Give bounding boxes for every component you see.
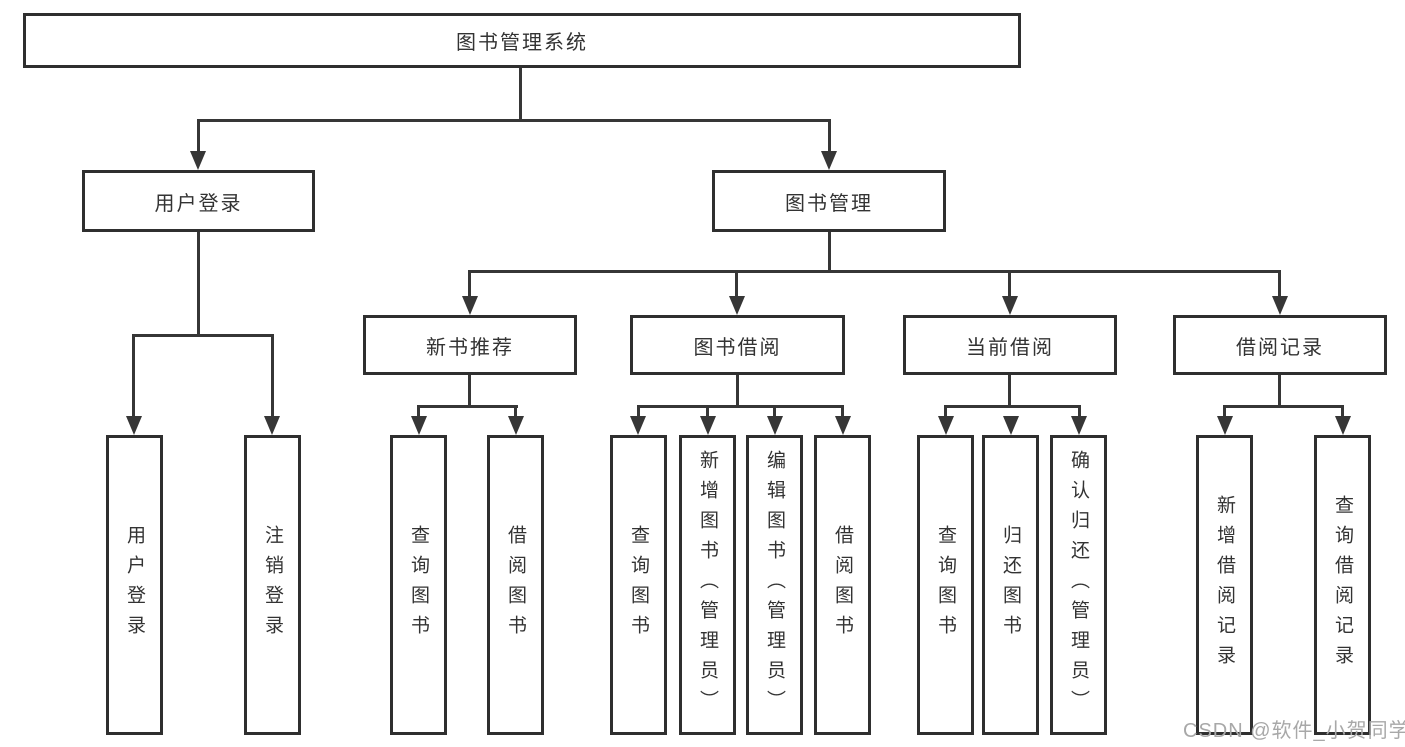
connector-line — [271, 334, 274, 418]
node-label: 图书管理 — [785, 192, 873, 215]
connector-line — [197, 119, 200, 153]
leaf-label: 确认归还（管理员） — [1068, 450, 1089, 720]
connector-line — [197, 232, 200, 336]
leaf-borrow-books: 借阅图书 — [814, 435, 871, 735]
leaf-add-borrow-record: 新增借阅记录 — [1196, 435, 1253, 735]
leaf-label: 查询借阅记录 — [1332, 495, 1353, 675]
connector-line — [828, 232, 831, 272]
connector-line — [944, 405, 947, 418]
connector-line — [773, 405, 776, 418]
connector-line — [1278, 270, 1281, 298]
leaf-return-books: 归还图书 — [982, 435, 1039, 735]
node-new-book-recommend: 新书推荐 — [363, 315, 577, 375]
connector-line — [637, 405, 844, 408]
leaf-query-books-current: 查询图书 — [917, 435, 974, 735]
connector-line — [1078, 405, 1081, 418]
arrow-down-icon — [264, 416, 280, 435]
arrow-down-icon — [821, 151, 837, 170]
leaf-edit-books-admin: 编辑图书（管理员） — [746, 435, 803, 735]
arrow-down-icon — [508, 416, 524, 435]
arrow-down-icon — [1071, 416, 1087, 435]
arrow-down-icon — [835, 416, 851, 435]
leaf-label: 查询图书 — [935, 525, 956, 645]
leaf-label: 新增图书（管理员） — [697, 450, 718, 720]
arrow-down-icon — [126, 416, 142, 435]
connector-line — [828, 119, 831, 153]
connector-line — [1223, 405, 1226, 418]
connector-line — [1008, 375, 1011, 407]
leaf-logout: 注销登录 — [244, 435, 301, 735]
connector-line — [706, 405, 709, 418]
leaf-query-books-borrow: 查询图书 — [610, 435, 667, 735]
node-book-borrowing: 图书借阅 — [630, 315, 845, 375]
connector-line — [417, 405, 518, 408]
leaf-confirm-return-admin: 确认归还（管理员） — [1050, 435, 1107, 735]
connector-line — [514, 405, 517, 418]
leaf-label: 查询图书 — [408, 525, 429, 645]
node-user-login-branch: 用户登录 — [82, 170, 315, 232]
leaf-label: 编辑图书（管理员） — [764, 450, 785, 720]
arrow-down-icon — [938, 416, 954, 435]
connector-line — [468, 270, 471, 298]
node-book-management-branch: 图书管理 — [712, 170, 946, 232]
leaf-label: 注销登录 — [262, 525, 283, 645]
connector-line — [1278, 375, 1281, 407]
leaf-add-books-admin: 新增图书（管理员） — [679, 435, 736, 735]
leaf-label: 借阅图书 — [832, 525, 853, 645]
node-root: 图书管理系统 — [23, 13, 1021, 68]
csdn-watermark: CSDN @软件_小贺同学 — [1183, 720, 1405, 742]
arrow-down-icon — [1217, 416, 1233, 435]
connector-line — [637, 405, 640, 418]
leaf-query-borrow-record: 查询借阅记录 — [1314, 435, 1371, 735]
node-label: 当前借阅 — [966, 336, 1054, 359]
connector-line — [1341, 405, 1344, 418]
connector-line — [944, 405, 1081, 408]
connector-line — [197, 119, 830, 122]
connector-line — [519, 68, 522, 121]
leaf-label: 新增借阅记录 — [1214, 495, 1235, 675]
node-label: 新书推荐 — [426, 336, 514, 359]
arrow-down-icon — [767, 416, 783, 435]
node-root-label: 图书管理系统 — [456, 32, 588, 54]
leaf-label: 查询图书 — [628, 525, 649, 645]
leaf-label: 用户登录 — [124, 525, 145, 645]
leaf-borrow-books-recommend: 借阅图书 — [487, 435, 544, 735]
connector-line — [1008, 270, 1011, 298]
arrow-down-icon — [700, 416, 716, 435]
node-borrowing-records: 借阅记录 — [1173, 315, 1387, 375]
arrow-down-icon — [729, 296, 745, 315]
arrow-down-icon — [190, 151, 206, 170]
arrow-down-icon — [630, 416, 646, 435]
arrow-down-icon — [462, 296, 478, 315]
node-label: 借阅记录 — [1236, 336, 1324, 359]
arrow-down-icon — [1272, 296, 1288, 315]
node-current-borrowing: 当前借阅 — [903, 315, 1117, 375]
connector-line — [736, 375, 739, 407]
leaf-label: 归还图书 — [1000, 525, 1021, 645]
connector-line — [132, 334, 135, 418]
leaf-user-login: 用户登录 — [106, 435, 163, 735]
arrow-down-icon — [411, 416, 427, 435]
node-label: 用户登录 — [154, 192, 243, 215]
connector-line — [468, 375, 471, 407]
arrow-down-icon — [1335, 416, 1351, 435]
leaf-label: 借阅图书 — [505, 525, 526, 645]
connector-line — [841, 405, 844, 418]
leaf-query-books-recommend: 查询图书 — [390, 435, 447, 735]
arrow-down-icon — [1003, 416, 1019, 435]
connector-line — [1223, 405, 1344, 408]
connector-line — [468, 270, 1281, 273]
node-label: 图书借阅 — [693, 336, 782, 359]
connector-line — [417, 405, 420, 418]
arrow-down-icon — [1002, 296, 1018, 315]
connector-line — [132, 334, 274, 337]
connector-line — [735, 270, 738, 298]
